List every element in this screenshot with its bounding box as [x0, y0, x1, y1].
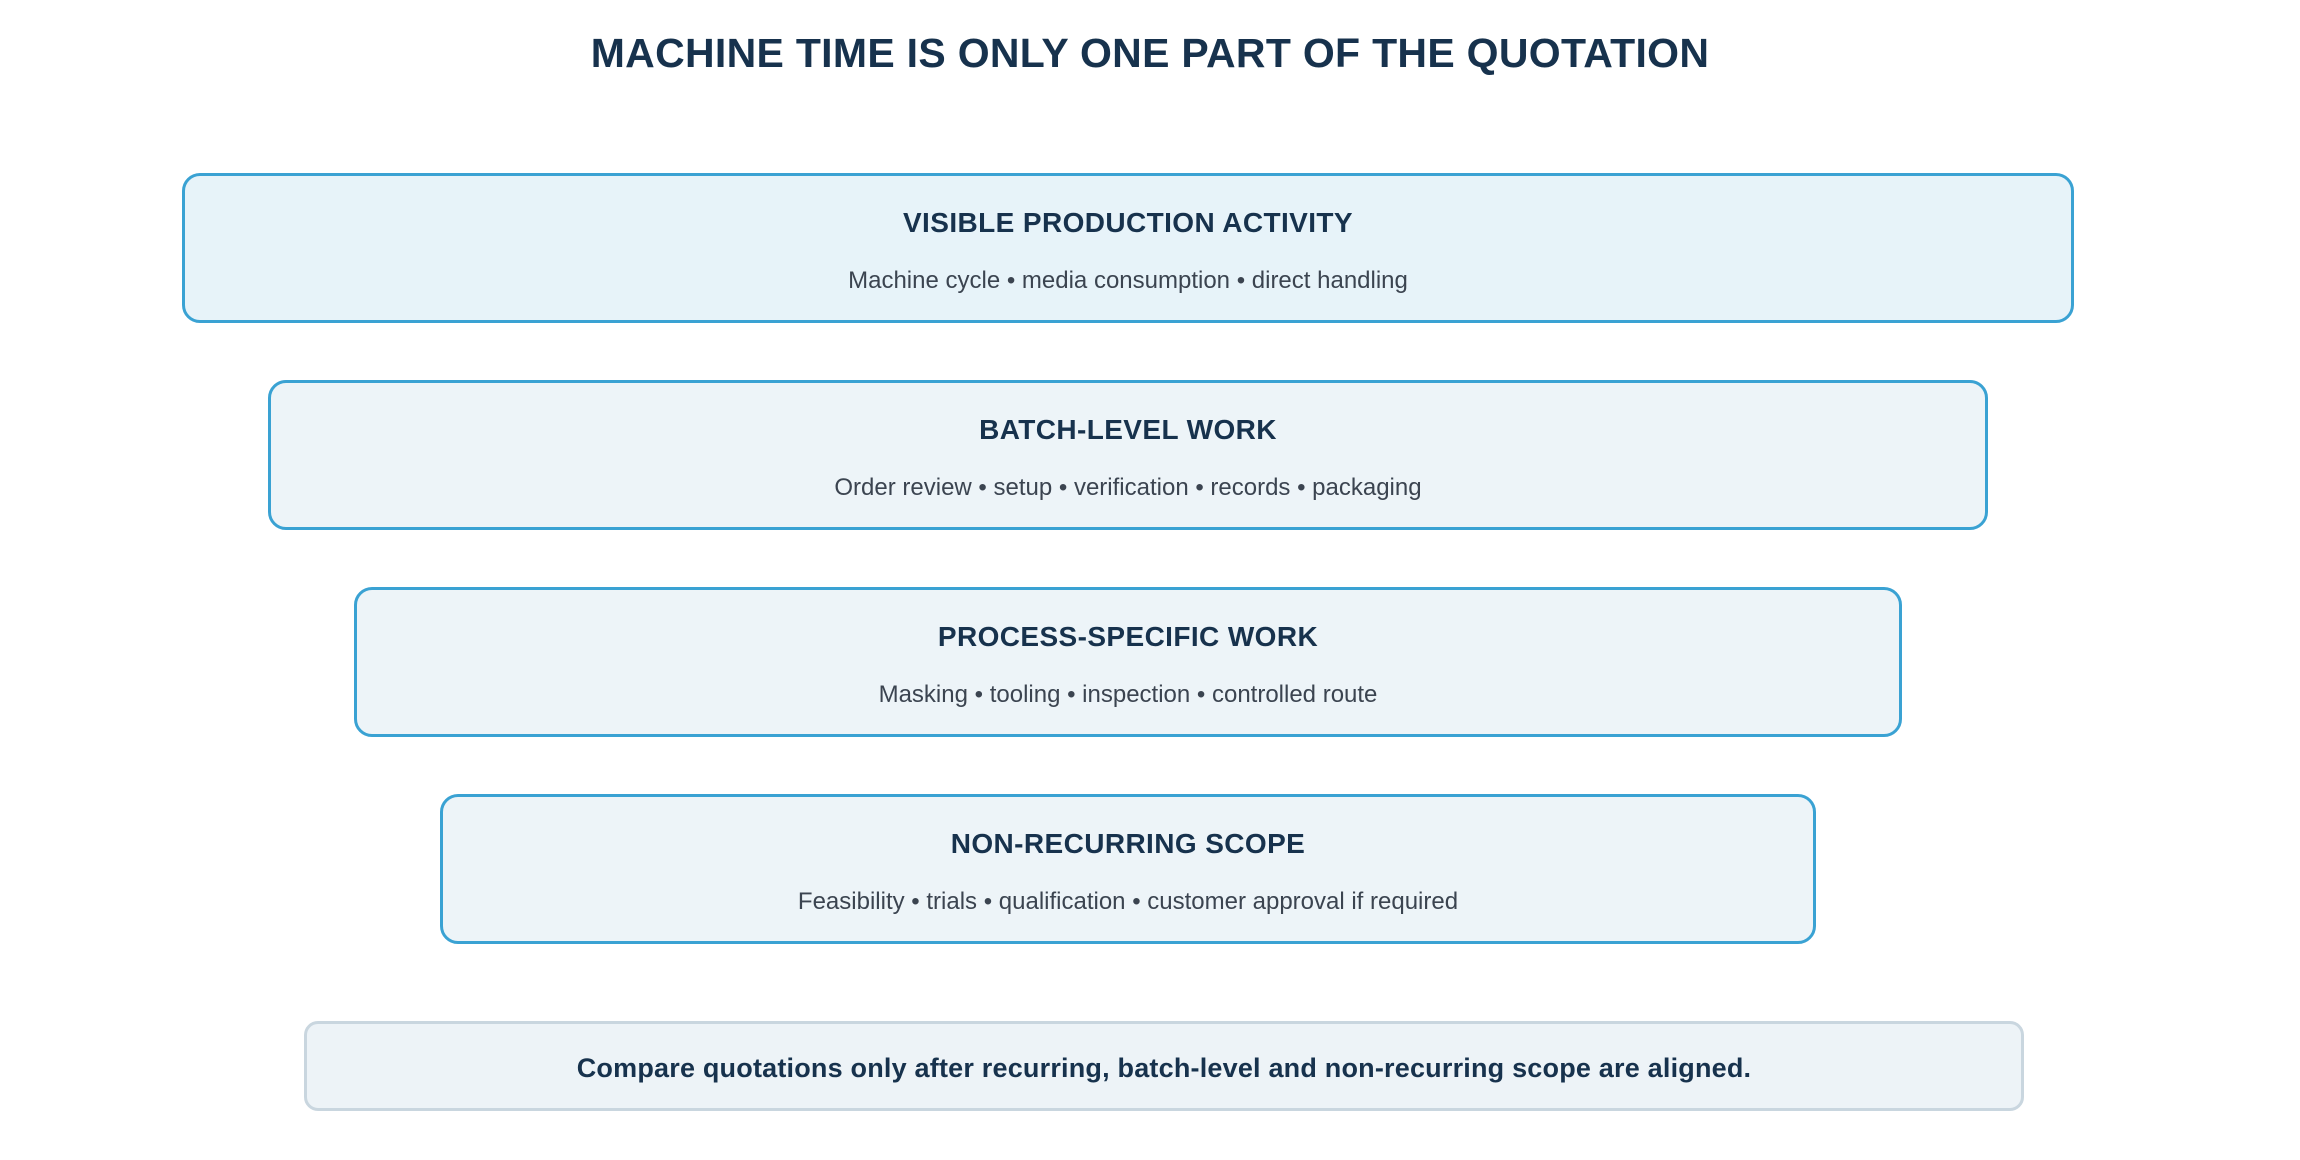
layer-description: Order review • setup • verification • re…: [834, 474, 1422, 501]
layer-heading: BATCH-LEVEL WORK: [979, 414, 1277, 445]
layer-non-recurring-scope: NON-RECURRING SCOPE Feasibility • trials…: [440, 794, 1816, 944]
layer-heading: NON-RECURRING SCOPE: [950, 828, 1306, 859]
diagram-title: MACHINE TIME IS ONLY ONE PART OF THE QUO…: [590, 30, 1710, 76]
layer-description: Machine cycle • media consumption • dire…: [848, 267, 1408, 294]
comparison-note-box: Compare quotations only after recurring,…: [304, 1021, 2024, 1111]
layer-visible-production-activity: VISIBLE PRODUCTION ACTIVITY Machine cycl…: [182, 173, 2074, 323]
layer-description: Masking • tooling • inspection • control…: [878, 681, 1378, 708]
layer-description: Feasibility • trials • qualification • c…: [797, 888, 1459, 915]
comparison-note-text: Compare quotations only after recurring,…: [576, 1053, 1752, 1083]
layer-batch-level-work: BATCH-LEVEL WORK Order review • setup • …: [268, 380, 1988, 530]
layer-heading: VISIBLE PRODUCTION ACTIVITY: [902, 207, 1353, 238]
layer-process-specific-work: PROCESS-SPECIFIC WORK Masking • tooling …: [354, 587, 1902, 737]
layer-heading: PROCESS-SPECIFIC WORK: [937, 621, 1319, 652]
